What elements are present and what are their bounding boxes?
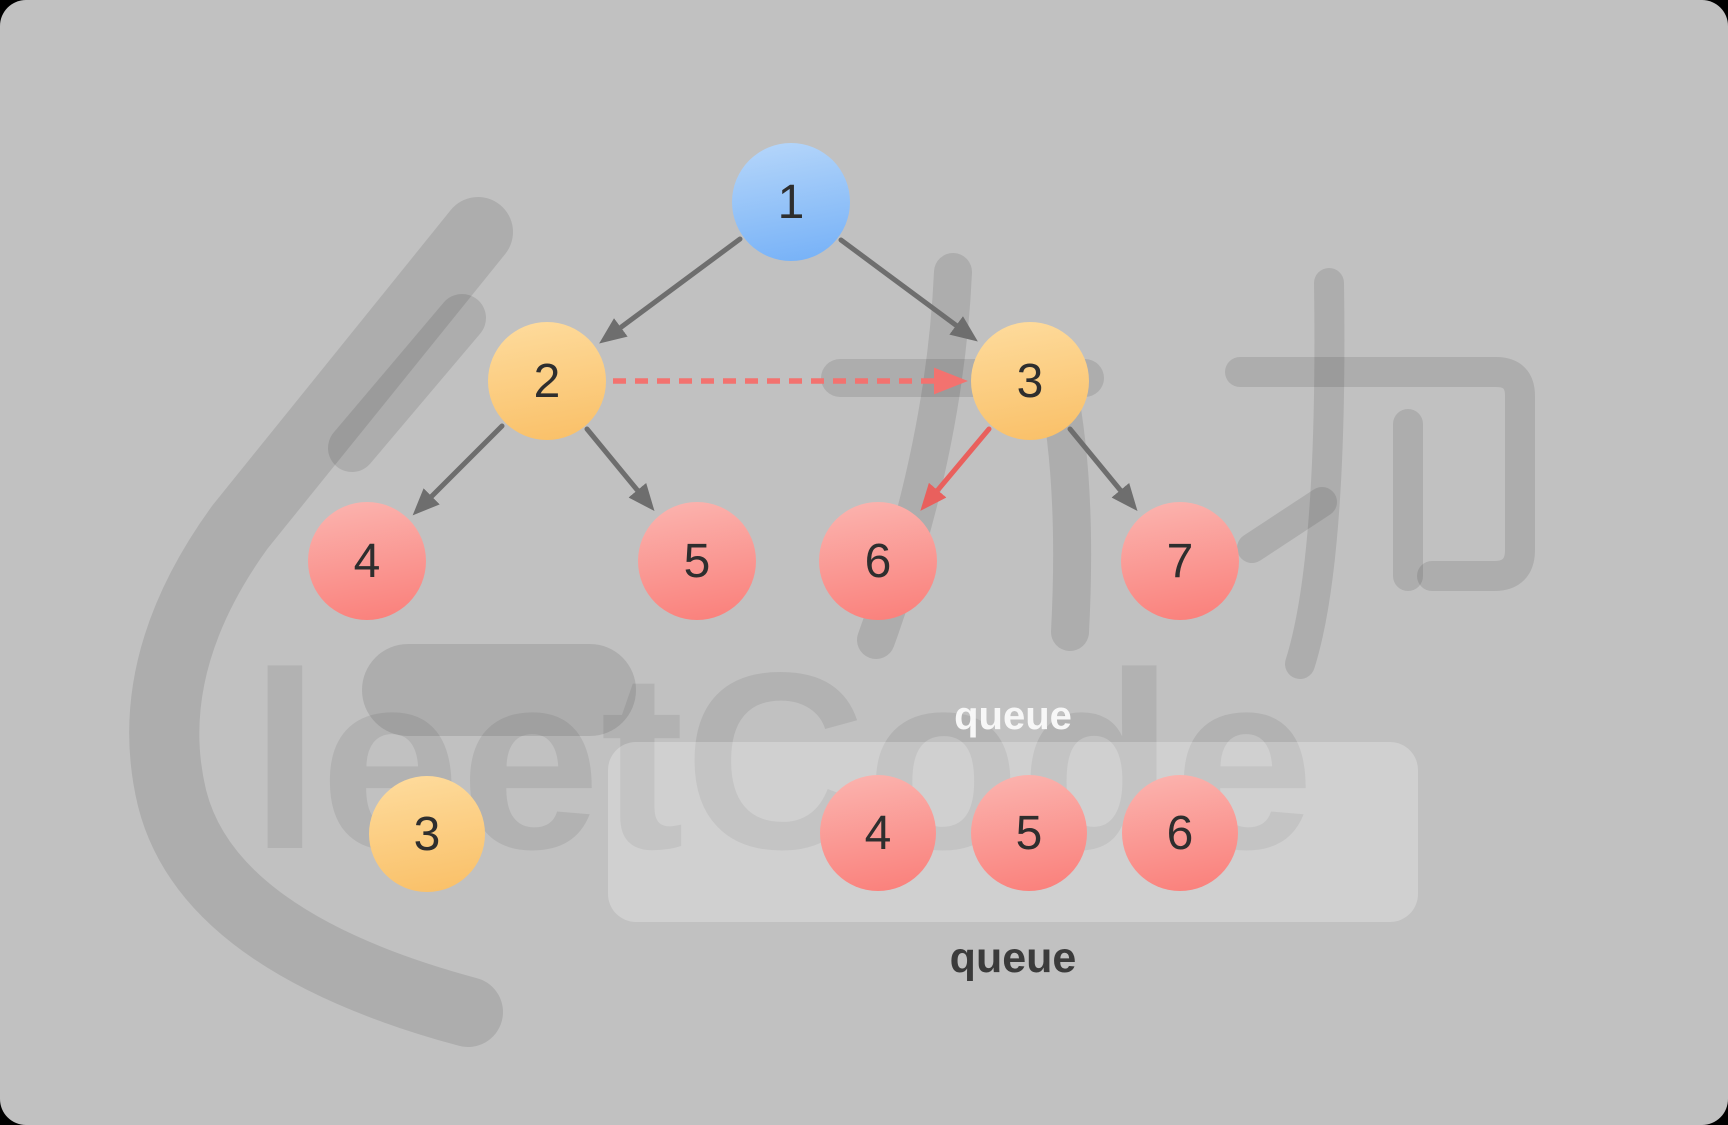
queue-label-below: queue bbox=[949, 934, 1077, 982]
queue-label-above: queue bbox=[954, 694, 1072, 738]
watermark-bracket-shape bbox=[129, 197, 513, 1047]
queue-item-5: 5 bbox=[971, 775, 1087, 891]
queue-item-6-label: 6 bbox=[1166, 806, 1194, 860]
edge-3-7-arrow bbox=[1067, 426, 1138, 512]
tree-node-4-label: 4 bbox=[353, 534, 381, 588]
edge-1-3-arrow bbox=[838, 237, 978, 342]
watermark-kou-char bbox=[1285, 268, 1345, 679]
tree-node-5: 5 bbox=[638, 502, 756, 620]
tree-node-6: 6 bbox=[819, 502, 937, 620]
dequeued-node-3: 3 bbox=[369, 776, 485, 892]
tree-node-5-label: 5 bbox=[683, 534, 711, 588]
tree-node-6-label: 6 bbox=[864, 534, 892, 588]
tree-node-1: 1 bbox=[732, 143, 850, 261]
watermark-kou-char bbox=[1225, 357, 1535, 591]
queue-item-5-label: 5 bbox=[1015, 806, 1043, 860]
edge-2-4-arrow bbox=[412, 423, 505, 516]
watermark-slash-shape bbox=[328, 294, 486, 472]
tree-node-7-label: 7 bbox=[1166, 534, 1194, 588]
queue-item-4-label: 4 bbox=[864, 806, 892, 860]
tree-node-2-label: 2 bbox=[533, 354, 561, 408]
edge-3-6-red-arrow bbox=[920, 426, 992, 511]
queue-item-6: 6 bbox=[1122, 775, 1238, 891]
tree-node-3: 3 bbox=[971, 322, 1089, 440]
edge-1-2-arrow bbox=[599, 236, 743, 344]
tree-node-3-label: 3 bbox=[1016, 354, 1044, 408]
tree-node-1-label: 1 bbox=[777, 175, 805, 229]
tree-node-4: 4 bbox=[308, 502, 426, 620]
tree-node-7: 7 bbox=[1121, 502, 1239, 620]
dequeued-node-3-label: 3 bbox=[413, 807, 441, 861]
watermark-kou-char bbox=[1237, 487, 1337, 563]
edge-2-5-arrow bbox=[584, 426, 655, 512]
tree-node-2: 2 bbox=[488, 322, 606, 440]
queue-item-4: 4 bbox=[820, 775, 936, 891]
